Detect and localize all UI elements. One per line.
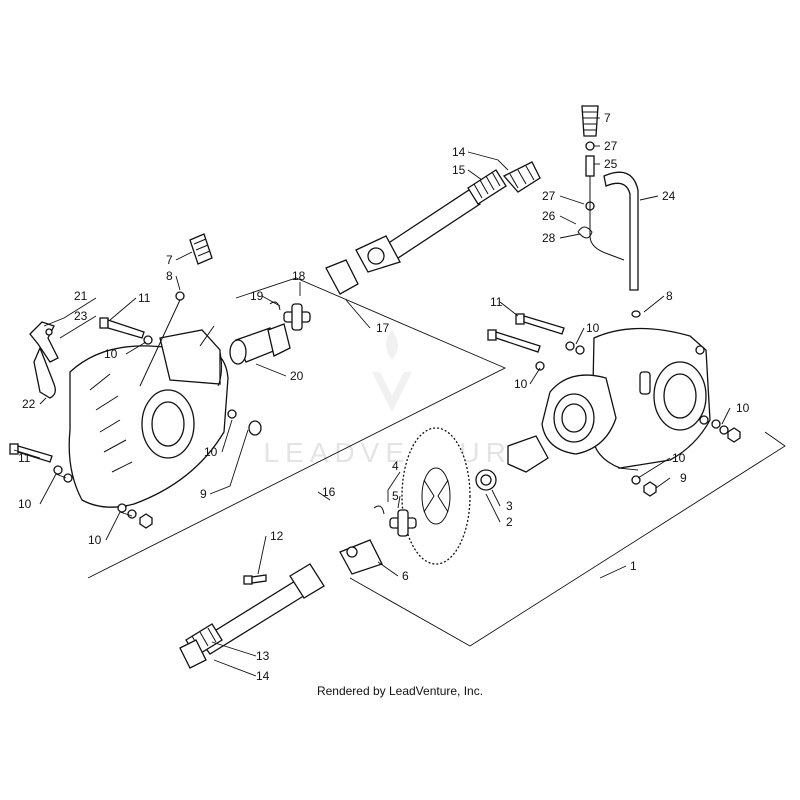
callout-14-top: 14 — [452, 145, 466, 159]
bolt-12 — [243, 574, 267, 585]
washers-left — [53, 335, 262, 529]
bolt-11-left-bottom — [9, 443, 53, 463]
callout-3: 3 — [506, 499, 513, 513]
callout-17: 17 — [376, 321, 390, 335]
drive-shaft-rear — [179, 539, 383, 669]
callout-14-bottom: 14 — [256, 669, 270, 683]
callout-11-right: 11 — [490, 295, 503, 309]
washers-right — [535, 341, 741, 497]
callout-12: 12 — [270, 529, 284, 543]
callout-10-right-b: 10 — [514, 377, 528, 391]
callout-11-left-bottom: 11 — [18, 451, 31, 465]
callout-27-top: 27 — [604, 139, 618, 153]
callout-10-left-d: 10 — [88, 533, 102, 547]
left-gear-case — [68, 325, 229, 508]
callout-9-right: 9 — [680, 471, 687, 485]
callout-27-mid: 27 — [542, 189, 556, 203]
callout-8-left: 8 — [166, 269, 173, 283]
callout-9-left: 9 — [200, 487, 207, 501]
bolt-11-right-bottom — [487, 329, 541, 353]
render-credit: Rendered by LeadVenture, Inc. — [316, 684, 484, 698]
callout-10-right-d: 10 — [672, 451, 686, 465]
callout-11-left-top: 11 — [138, 291, 151, 305]
callout-19: 19 — [250, 289, 264, 303]
callout-10-right-a: 10 — [586, 321, 600, 335]
leader-lines — [13, 117, 731, 677]
boot-14-top — [502, 161, 541, 193]
watermark-logo — [372, 330, 412, 412]
callout-18: 18 — [292, 269, 306, 283]
callout-10-left-a: 10 — [104, 347, 118, 361]
callout-24: 24 — [662, 189, 676, 203]
breather-left — [139, 233, 213, 387]
callout-15: 15 — [452, 163, 466, 177]
callout-labels: 7 27 25 14 15 27 24 26 28 7 8 18 21 11 1… — [18, 111, 750, 683]
callout-25: 25 — [604, 157, 618, 171]
bolt-11-right-top — [515, 313, 565, 335]
callout-2: 2 — [506, 515, 513, 529]
callout-13: 13 — [256, 649, 270, 663]
drive-shaft-front — [325, 169, 507, 295]
callout-6: 6 — [402, 569, 409, 583]
bolt-11-left-top — [99, 317, 145, 339]
callout-7-top: 7 — [604, 111, 611, 125]
callout-28: 28 — [542, 231, 556, 245]
callout-7-left: 7 — [166, 253, 173, 267]
pinion-yoke-right — [475, 435, 549, 491]
callout-23: 23 — [74, 309, 88, 323]
callout-26: 26 — [542, 209, 556, 223]
callout-4: 4 — [392, 459, 399, 473]
mounting-bracket — [29, 321, 59, 399]
watermark-text: LEADVENTURE — [264, 437, 537, 468]
universal-joint-19 — [269, 301, 311, 331]
callout-21: 21 — [74, 289, 88, 303]
callout-5: 5 — [392, 489, 399, 503]
callout-10-right-c: 10 — [736, 401, 750, 415]
callout-16: 16 — [322, 485, 336, 499]
callout-22: 22 — [22, 397, 36, 411]
right-gear-case — [541, 327, 711, 469]
brake-disc — [401, 427, 471, 565]
breather-right — [577, 105, 641, 318]
callout-1: 1 — [630, 559, 637, 573]
callout-8-right: 8 — [666, 289, 673, 303]
callout-10-left-c: 10 — [18, 497, 32, 511]
callout-20: 20 — [290, 369, 304, 383]
coupler-20 — [229, 323, 291, 365]
universal-joint-5 — [373, 505, 417, 537]
group-bracket-16 — [87, 277, 507, 579]
callout-10-left-b: 10 — [204, 445, 218, 459]
